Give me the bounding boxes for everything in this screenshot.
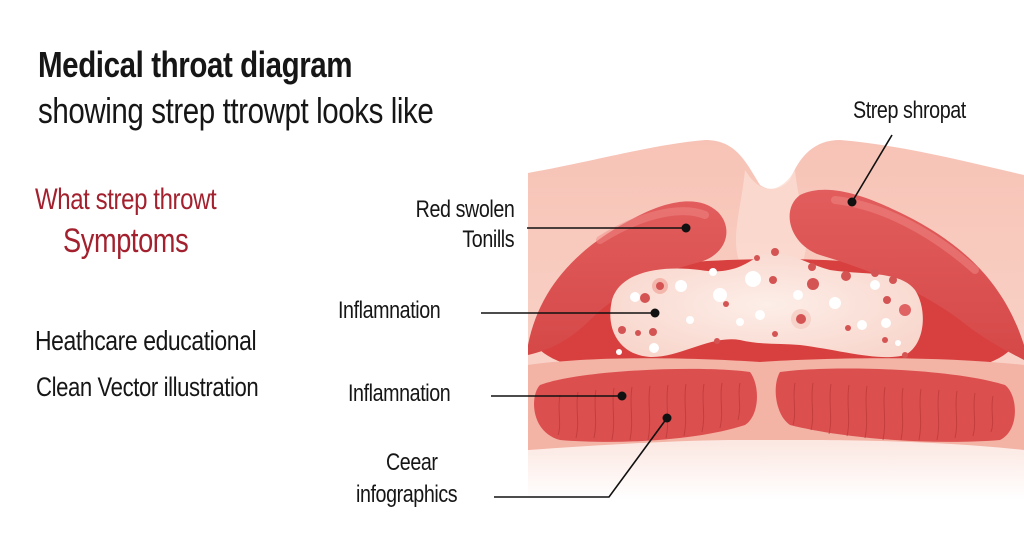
right-tonsil xyxy=(789,189,1024,360)
description-line1: Heathcare educational xyxy=(35,325,257,356)
left-lower-fold xyxy=(534,368,757,442)
description-line2: Clean Vector illustration xyxy=(36,372,259,402)
right-lower-fold xyxy=(775,368,1015,442)
exudate-spots xyxy=(616,248,911,358)
label-inflammation-lower: Inflamnation xyxy=(348,380,451,407)
label-tonsils-line1: Red swolen xyxy=(415,196,514,223)
label-strep: Strep shropat xyxy=(853,97,966,124)
leader-dots xyxy=(617,197,857,423)
page-title: Medical throat diagram xyxy=(38,44,353,85)
symptoms-heading-line2: Symptoms xyxy=(63,222,189,260)
label-inflammation-upper: Inflamnation xyxy=(338,297,441,324)
left-tonsil xyxy=(528,201,727,355)
label-clear-line1: Ceear xyxy=(386,449,438,476)
symptoms-heading-line1: What strep throwt xyxy=(35,183,217,216)
page-subtitle: showing strep ttrowpt looks like xyxy=(38,90,434,131)
leader-lines xyxy=(481,134,893,498)
label-clear-line2: infographics xyxy=(356,481,458,508)
label-tonsils-line2: Tonills xyxy=(462,226,514,253)
